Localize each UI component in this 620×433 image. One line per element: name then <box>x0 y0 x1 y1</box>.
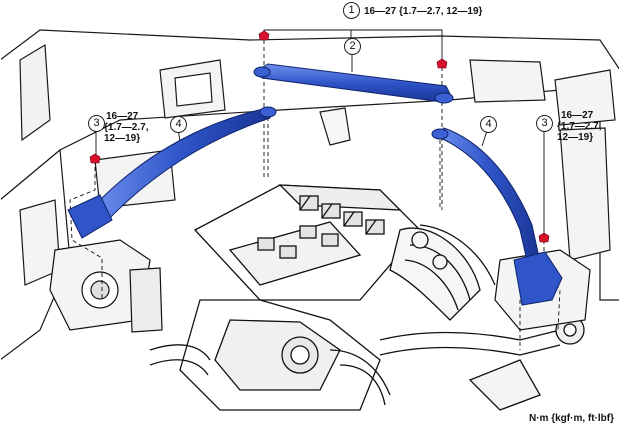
bolt-markers <box>89 30 550 243</box>
callout-3-left-torque-line1: 16—27 <box>106 111 139 122</box>
callout-2-number: 2 <box>344 38 361 55</box>
callout-3-right-torque-line1: 16—27 <box>561 110 594 121</box>
bolt-marker-right <box>538 232 550 243</box>
callout-4-right-number: 4 <box>480 116 497 133</box>
right-brace-bracket <box>513 251 563 306</box>
front-brace-end-left <box>253 66 271 78</box>
callout-3-left-torque-line2: {1.7—2.7, <box>104 122 149 133</box>
left-strut-tower <box>49 239 163 333</box>
bolt-marker-front-right <box>436 58 448 69</box>
callout-3-right-torque-line3: 12—19} <box>557 132 594 143</box>
front-brace-end-right <box>434 92 454 104</box>
callout-1-number: 1 <box>343 2 360 19</box>
callout-3-left-torque-line3: 12—19} <box>104 133 141 144</box>
callout-3-left-number: 3 <box>88 115 105 132</box>
torque-units-legend: N·m {kgf·m, ft·lbf} <box>529 413 614 424</box>
callout-3-right-number: 3 <box>536 115 553 132</box>
callout-3-right-torque-line2: {1.7—2.7, <box>557 121 602 132</box>
right-brace-end-top <box>431 128 449 140</box>
callout-1-torque: 16—27 {1.7—2.7, 12—19} <box>364 6 483 17</box>
engine-lower <box>179 299 391 411</box>
bolt-marker-left <box>89 153 101 164</box>
hoses <box>149 315 585 411</box>
intake-manifold <box>389 224 496 321</box>
left-brace-end-top <box>259 106 277 118</box>
bolt-marker-front-left <box>258 30 270 41</box>
callout-4-left-number: 4 <box>170 116 187 133</box>
body-panel <box>0 29 620 361</box>
left-brace-bracket <box>67 194 113 239</box>
engine-block <box>193 184 421 301</box>
